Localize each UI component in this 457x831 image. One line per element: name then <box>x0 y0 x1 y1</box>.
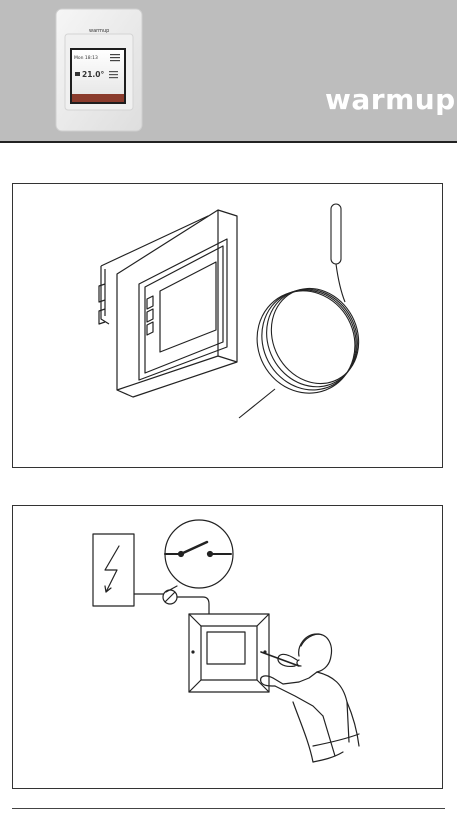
contents-panel <box>12 183 443 468</box>
header-banner: warmup Mon 18:13 21.0° warmup® <box>0 0 457 141</box>
thermostat-and-sensor-illustration <box>13 184 442 467</box>
device-time-text: Mon 18:13 <box>74 55 98 61</box>
brand-logo: warmup® <box>325 86 457 114</box>
footer-divider <box>12 808 445 809</box>
safety-panel <box>12 505 443 789</box>
thermostat-photo: warmup Mon 18:13 21.0° <box>55 8 143 132</box>
isolate-power-illustration <box>13 506 442 788</box>
brand-name: warmup <box>325 83 456 116</box>
svg-text:warmup: warmup <box>89 28 109 34</box>
header-divider <box>0 141 457 143</box>
device-temperature-text: 21.0° <box>82 70 105 79</box>
